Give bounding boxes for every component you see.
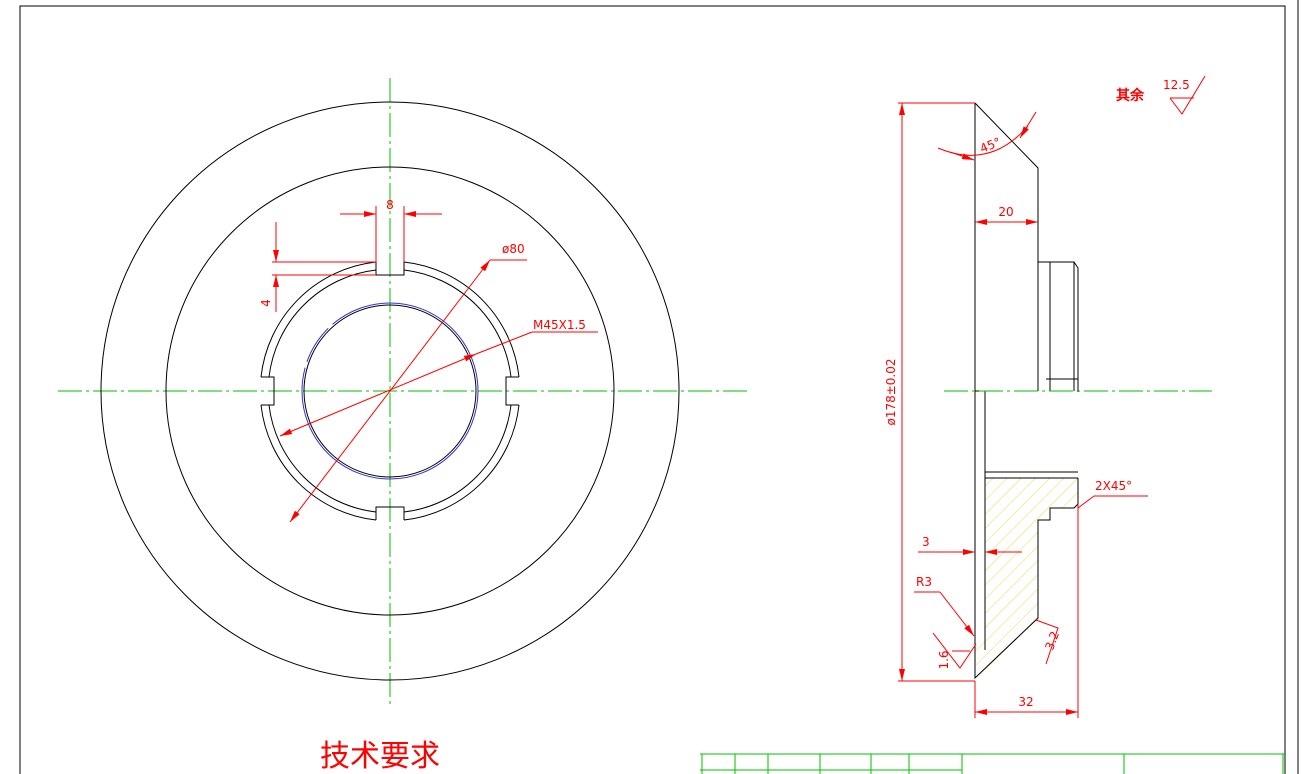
section-outline-upper <box>974 102 1079 392</box>
roughness-symbol-general <box>1169 75 1206 115</box>
dim-line-thread <box>279 353 477 437</box>
leader-radius-2 <box>939 591 975 637</box>
roughness-other-label: 其余 <box>1116 87 1145 104</box>
roughness-note: 其余 12.5 <box>1116 75 1206 115</box>
dim-total-width: 32 <box>1018 695 1033 709</box>
section-outline <box>974 103 1079 680</box>
leader-chamfer-1 <box>1077 495 1095 509</box>
middle-circle <box>165 166 615 616</box>
section-view: ø178±0.02 45° 20 2X45° 3 R3 32 1.6 3.2 <box>884 102 1212 718</box>
roughness-other-value: 12.5 <box>1163 78 1190 92</box>
dim-slot-depth: 4 <box>259 299 273 307</box>
dim-arc-bevel <box>937 125 1029 156</box>
arrow-bevel-left <box>949 151 975 161</box>
dim-bevel-angle: 45° <box>978 135 1003 156</box>
dim-bore-diameter: ø80 <box>502 242 525 256</box>
roughness-symbol-b <box>1035 619 1059 665</box>
dim-thread: M45X1.5 <box>533 318 586 332</box>
slot-right <box>505 376 519 406</box>
outer-circle <box>100 101 680 681</box>
drawing-frame <box>19 5 1286 774</box>
dim-radius: R3 <box>916 575 932 589</box>
dim-flange-width: 20 <box>998 205 1013 219</box>
front-view: 8 4 ø80 M45X1.5 <box>58 78 748 708</box>
dim-slot-width: 8 <box>386 198 394 212</box>
leader-thread-1 <box>475 331 533 355</box>
dim-chamfer: 2X45° <box>1095 479 1132 493</box>
dim-edge-offset: 3 <box>922 535 930 549</box>
arrow-bevel-right <box>1019 111 1037 139</box>
slot-left <box>261 376 275 406</box>
section-hatch <box>975 478 1078 678</box>
title-block <box>700 753 1285 774</box>
dim-outer-diameter: ø178±0.02 <box>884 358 898 425</box>
tech-requirements-title: 技术要求 <box>320 739 440 774</box>
roughness-value-a: 1.6 <box>937 650 951 669</box>
roughness-value-b: 3.2 <box>1042 629 1062 652</box>
roughness-symbol-a <box>932 632 977 669</box>
